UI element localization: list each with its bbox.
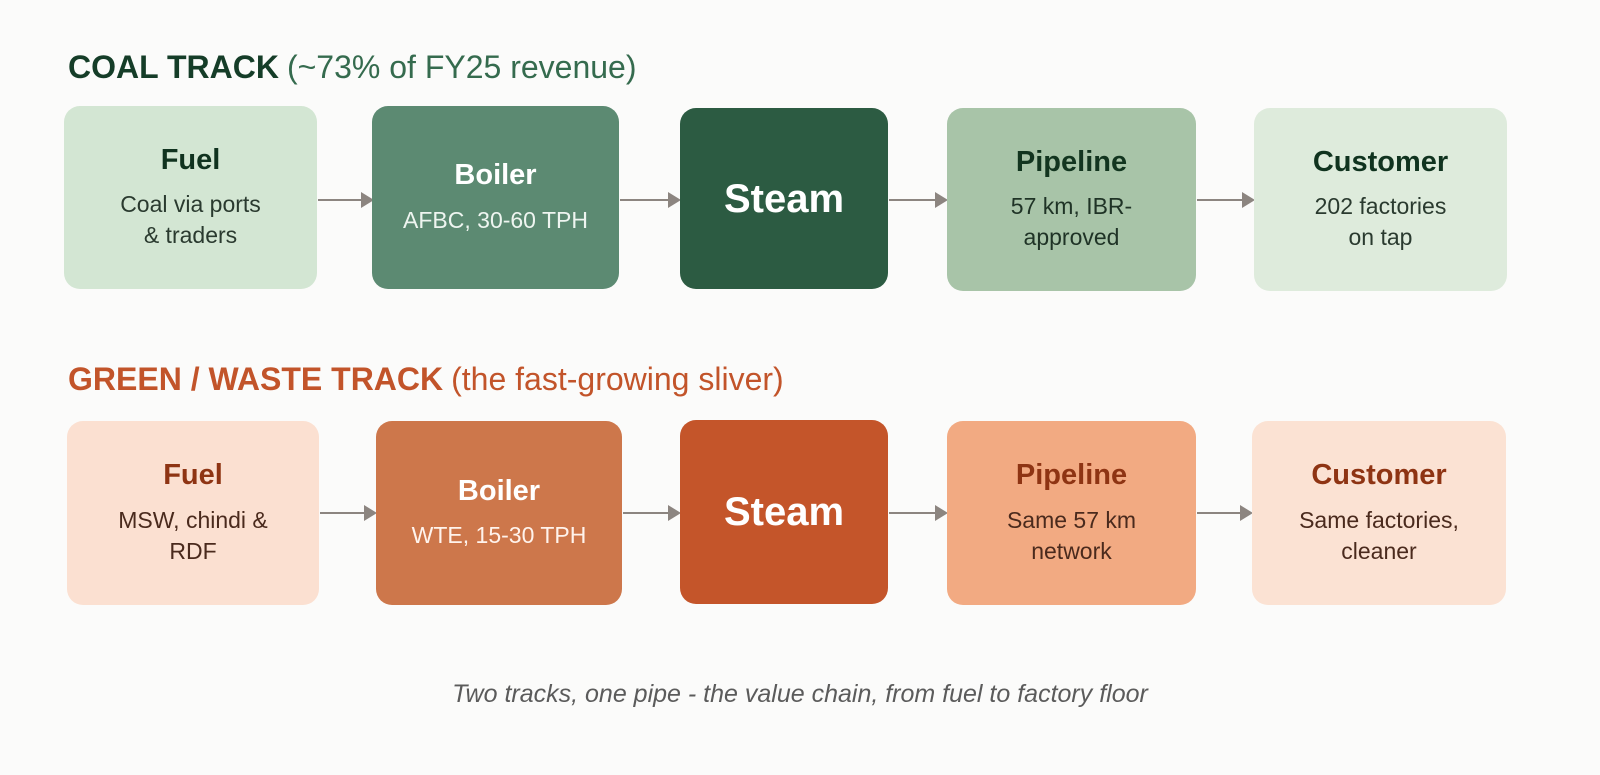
coal-step-boiler-title: Boiler — [454, 159, 537, 192]
coal-arrow-pipeline-to-customer — [1197, 192, 1255, 208]
green-step-pipeline-desc: Same 57 km network — [1006, 506, 1137, 564]
coal-step-customer-desc: 202 factories on tap — [1314, 193, 1447, 251]
coal-track-heading: COAL TRACK(~73% of FY25 revenue) — [68, 51, 636, 83]
green-step-customer: Customer Same factories, cleaner — [1252, 421, 1506, 605]
green-step-pipeline-title: Pipeline — [1015, 459, 1128, 492]
coal-step-fuel: Fuel Coal via ports & traders — [64, 106, 317, 289]
green-arrow-pipeline-to-customer — [1197, 505, 1253, 521]
coal-step-fuel-title: Fuel — [160, 143, 221, 176]
figure-caption: Two tracks, one pipe - the value chain, … — [452, 680, 1148, 708]
coal-step-steam-title: Steam — [723, 176, 845, 221]
green-track-title: GREEN / WASTE TRACK — [68, 361, 444, 397]
green-step-steam-title: Steam — [723, 490, 845, 534]
coal-step-steam: Steam — [680, 108, 888, 289]
coal-arrow-fuel-to-boiler — [318, 192, 374, 208]
green-step-boiler: Boiler WTE, 15-30 TPH — [376, 421, 622, 605]
coal-track-title: COAL TRACK — [68, 49, 279, 85]
green-step-customer-desc: Same factories, cleaner — [1299, 506, 1459, 564]
green-step-customer-title: Customer — [1311, 459, 1447, 492]
coal-step-pipeline-title: Pipeline — [1015, 145, 1128, 178]
coal-step-customer-title: Customer — [1312, 145, 1449, 178]
coal-step-boiler-desc: AFBC, 30-60 TPH — [403, 206, 588, 233]
coal-arrow-boiler-to-steam — [620, 192, 681, 208]
green-step-boiler-desc: WTE, 15-30 TPH — [411, 522, 587, 549]
green-step-pipeline: Pipeline Same 57 km network — [947, 421, 1196, 605]
green-track-heading: GREEN / WASTE TRACK(the fast-growing sli… — [68, 363, 784, 395]
green-step-boiler-title: Boiler — [457, 474, 541, 507]
coal-step-customer: Customer 202 factories on tap — [1254, 108, 1507, 291]
green-step-steam: Steam — [680, 420, 888, 604]
green-arrow-fuel-to-boiler — [320, 505, 377, 521]
green-step-fuel-desc: MSW, chindi & RDF — [118, 506, 268, 564]
green-step-fuel: Fuel MSW, chindi & RDF — [67, 421, 319, 605]
coal-step-pipeline-desc: 57 km, IBR- approved — [1010, 193, 1133, 251]
green-arrow-boiler-to-steam — [623, 505, 681, 521]
coal-step-fuel-desc: Coal via ports & traders — [120, 191, 261, 249]
coal-step-boiler: Boiler AFBC, 30-60 TPH — [372, 106, 619, 289]
green-arrow-steam-to-pipeline — [889, 505, 948, 521]
coal-arrow-steam-to-pipeline — [889, 192, 948, 208]
coal-track-subtitle: (~73% of FY25 revenue) — [286, 49, 637, 85]
coal-step-pipeline: Pipeline 57 km, IBR- approved — [947, 108, 1196, 291]
green-step-fuel-title: Fuel — [163, 459, 223, 492]
green-track-subtitle: (the fast-growing sliver) — [451, 361, 784, 397]
